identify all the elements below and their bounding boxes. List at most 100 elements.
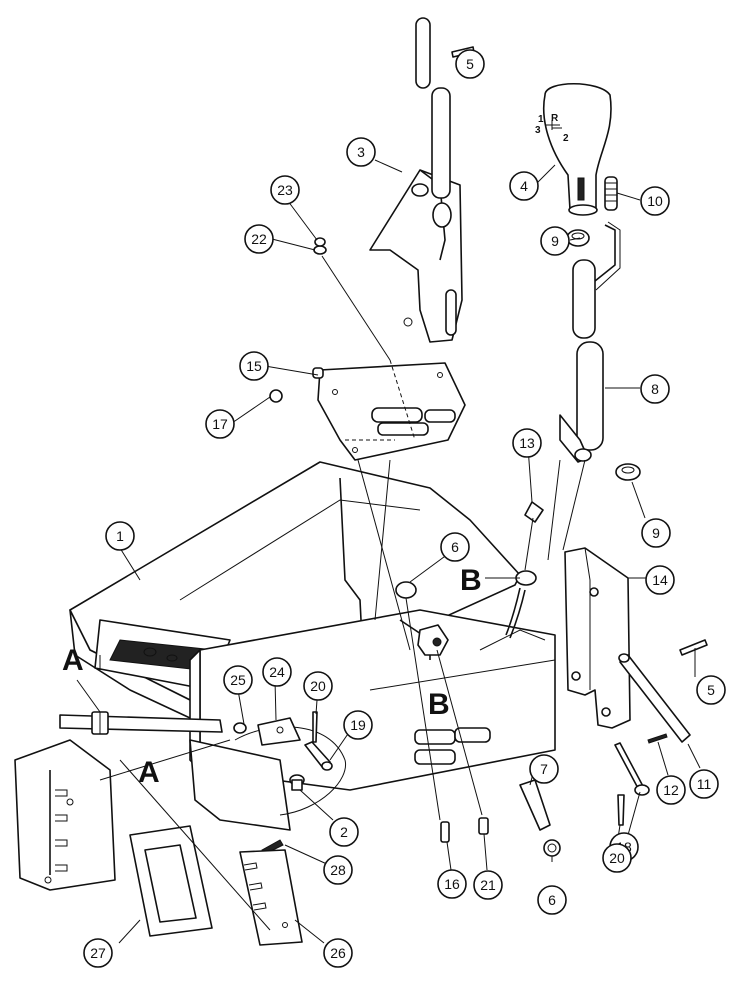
callout-11: 11 (689, 769, 719, 799)
svg-text:16: 16 (444, 876, 460, 892)
callout-6-bottom: 6 (537, 885, 567, 915)
bushing-part-6-top (395, 581, 449, 656)
callout-27: 27 (83, 938, 113, 968)
callout-7: 7 (529, 754, 559, 784)
svg-text:10: 10 (647, 193, 663, 209)
svg-text:5: 5 (466, 56, 474, 72)
leader-lines (76, 53, 701, 944)
alignment-lines (99, 255, 586, 931)
nut-part-17 (269, 389, 283, 403)
callout-13: 13 (512, 428, 542, 458)
ref-letter-a-left: A (62, 644, 84, 677)
svg-text:3: 3 (357, 144, 365, 160)
ref-letter-b-cable: B (460, 564, 482, 597)
svg-text:2: 2 (340, 824, 348, 840)
callout-3: 3 (346, 137, 376, 167)
lower-frame (189, 609, 556, 831)
svg-text:20: 20 (310, 678, 326, 694)
reference-letters: A A B B (62, 564, 482, 789)
callout-10: 10 (640, 186, 670, 216)
callout-24: 24 (262, 657, 292, 687)
threaded-rod-a (59, 711, 223, 735)
svg-text:17: 17 (212, 416, 228, 432)
shift-lever-plate-part-3 (369, 17, 463, 343)
fitting-part-2 (289, 774, 305, 791)
ref-letter-a-mid: A (138, 756, 160, 789)
svg-text:15: 15 (246, 358, 262, 374)
slotted-plate-part-26 (239, 849, 303, 946)
bushing-part-9-bottom (615, 463, 641, 481)
callout-6-top: 6 (440, 532, 470, 562)
support-bracket-part-1 (69, 461, 521, 726)
nut-part-6-bottom (543, 839, 561, 857)
pin-part-11 (618, 653, 691, 743)
callout-4: 4 (509, 171, 539, 201)
pin-part-5-right (679, 639, 708, 656)
washer-part-22 (313, 245, 327, 255)
callout-23: 23 (270, 175, 300, 205)
callout-25: 25 (223, 665, 253, 695)
svg-text:19: 19 (350, 717, 366, 733)
pin-part-12 (647, 733, 668, 744)
spring-pin-part-10 (604, 176, 618, 211)
cotter-pin-part-20-left (312, 711, 318, 743)
svg-text:26: 26 (330, 945, 346, 961)
svg-text:4: 4 (520, 178, 528, 194)
callout-5-top: 5 (455, 49, 485, 79)
bolt-part-18 (614, 742, 650, 796)
cotter-pin-part-20-right (617, 794, 625, 826)
callout-1: 1 (105, 521, 135, 551)
callout-12: 12 (656, 775, 686, 805)
callout-21: 21 (473, 870, 503, 900)
callout-2: 2 (329, 817, 359, 847)
callout-9-top: 9 (540, 226, 570, 256)
knob-marking-r: R (551, 113, 559, 124)
svg-text:8: 8 (651, 381, 659, 397)
sleeve-part-7 (519, 779, 551, 831)
svg-text:20: 20 (609, 850, 625, 866)
pin-part-19 (304, 741, 333, 771)
svg-text:1: 1 (116, 528, 124, 544)
ref-letter-b-lower: B (428, 688, 450, 721)
callout-19: 19 (343, 710, 373, 740)
callout-26: 26 (323, 938, 353, 968)
bolt-part-16 (440, 821, 450, 843)
svg-text:24: 24 (269, 664, 285, 680)
knob-marking-2: 2 (563, 133, 569, 144)
callout-20-left: 20 (303, 671, 333, 701)
svg-text:21: 21 (480, 877, 496, 893)
callout-28: 28 (323, 855, 353, 885)
svg-text:22: 22 (251, 231, 267, 247)
callout-15: 15 (239, 351, 269, 381)
callout-9-bottom: 9 (641, 518, 671, 548)
callout-17: 17 (205, 409, 235, 439)
nut-part-25 (233, 722, 247, 734)
callout-20-right: 20 (602, 843, 632, 873)
svg-text:7: 7 (540, 761, 548, 777)
clevis-part-24 (257, 717, 301, 746)
svg-text:6: 6 (451, 539, 459, 555)
cable-part-13 (505, 501, 544, 639)
svg-text:12: 12 (663, 782, 679, 798)
bracket-part-14 (564, 547, 631, 729)
callout-8: 8 (640, 374, 670, 404)
shaft-part-8 (559, 341, 604, 463)
bent-rod (572, 221, 621, 339)
svg-text:27: 27 (90, 945, 106, 961)
side-plate (14, 739, 116, 891)
gear-knob-part-4: 1 R 3 2 (535, 82, 612, 216)
svg-text:6: 6 (548, 892, 556, 908)
svg-text:9: 9 (652, 525, 660, 541)
svg-text:9: 9 (551, 233, 559, 249)
svg-text:14: 14 (652, 572, 668, 588)
bolt-part-21 (478, 817, 489, 835)
callout-16: 16 (437, 869, 467, 899)
knob-marking-1: 1 (538, 114, 544, 125)
svg-text:28: 28 (330, 862, 346, 878)
svg-text:25: 25 (230, 672, 246, 688)
svg-text:23: 23 (277, 182, 293, 198)
knob-marking-3: 3 (535, 125, 541, 136)
callout-5-right: 5 (696, 675, 726, 705)
plate-part-15 (312, 362, 466, 461)
